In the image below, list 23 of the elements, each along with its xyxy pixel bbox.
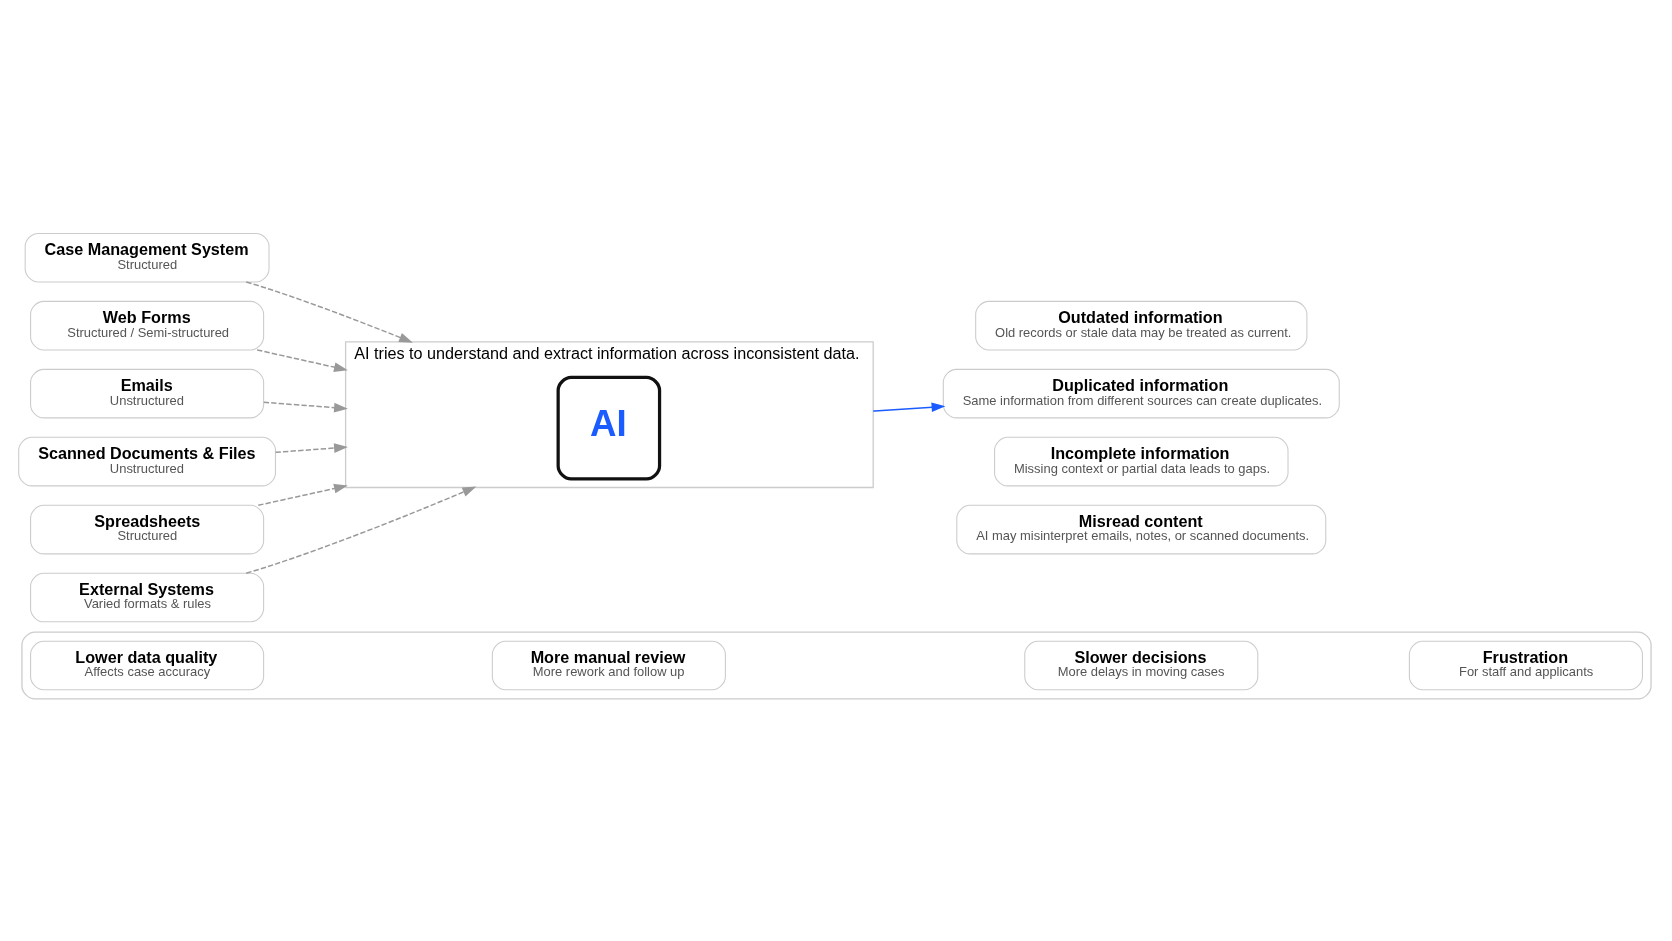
node-box: Slower decisions More delays in moving cases	[1023, 640, 1258, 691]
cluster	[20, 631, 1652, 700]
node-box: Web Forms Structured / Semi-structured	[29, 300, 264, 351]
node-box: Frustration For staff and applicants	[1408, 640, 1643, 691]
arrow	[244, 281, 413, 343]
arrow	[871, 402, 945, 413]
arrow	[274, 443, 348, 454]
node-box: Spreadsheets Structured	[29, 504, 264, 555]
arrow	[257, 483, 348, 507]
node-box: External Systems Varied formats & rules	[29, 572, 264, 623]
arrow	[262, 401, 348, 413]
node-box: Misread content AI may misinterpret emails, notes, or scanned documents.	[955, 504, 1326, 555]
node-box: Incomplete information Missing context or partial data leads to gaps.	[993, 436, 1289, 487]
arrow	[255, 349, 348, 372]
node-box: AI	[556, 375, 661, 481]
node-box: Scanned Documents & Files Unstructured	[17, 436, 276, 487]
arrow	[244, 486, 476, 574]
node-box: Lower data quality Affects case accuracy	[29, 640, 264, 691]
node-box: Case Management System Structured	[24, 232, 270, 283]
node-box: Duplicated information Same information from different sources can create duplicates.	[942, 368, 1340, 419]
node-box: More manual review More rework and follow up	[491, 640, 726, 691]
node-box: Emails Unstructured	[29, 368, 264, 419]
node-box: Outdated information Old records or stale data may be treated as current.	[974, 300, 1307, 351]
